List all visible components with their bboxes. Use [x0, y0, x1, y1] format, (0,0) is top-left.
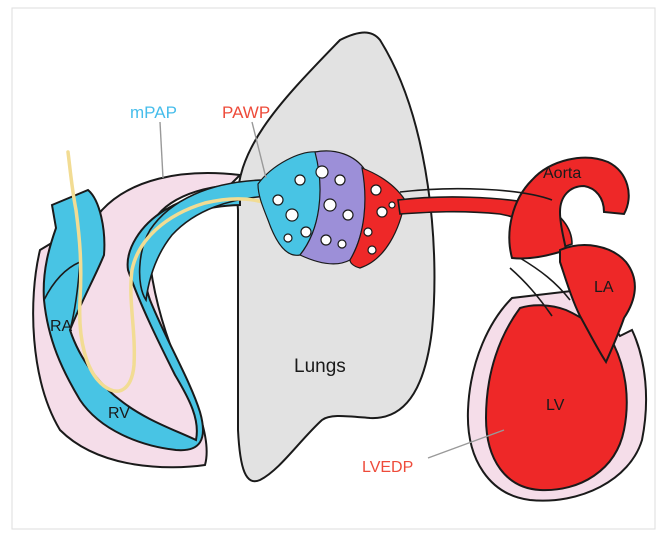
mpap-label: mPAP	[130, 103, 177, 122]
aorta-label: Aorta	[543, 165, 581, 182]
ra-label: RA	[50, 318, 73, 335]
lvedp-label: LVEDP	[362, 459, 413, 476]
pawp-label: PAWP	[222, 103, 270, 122]
la-label: LA	[594, 279, 614, 296]
lv-label: LV	[546, 397, 565, 414]
lungs-label: Lungs	[294, 356, 346, 377]
rv-label: RV	[108, 405, 130, 422]
